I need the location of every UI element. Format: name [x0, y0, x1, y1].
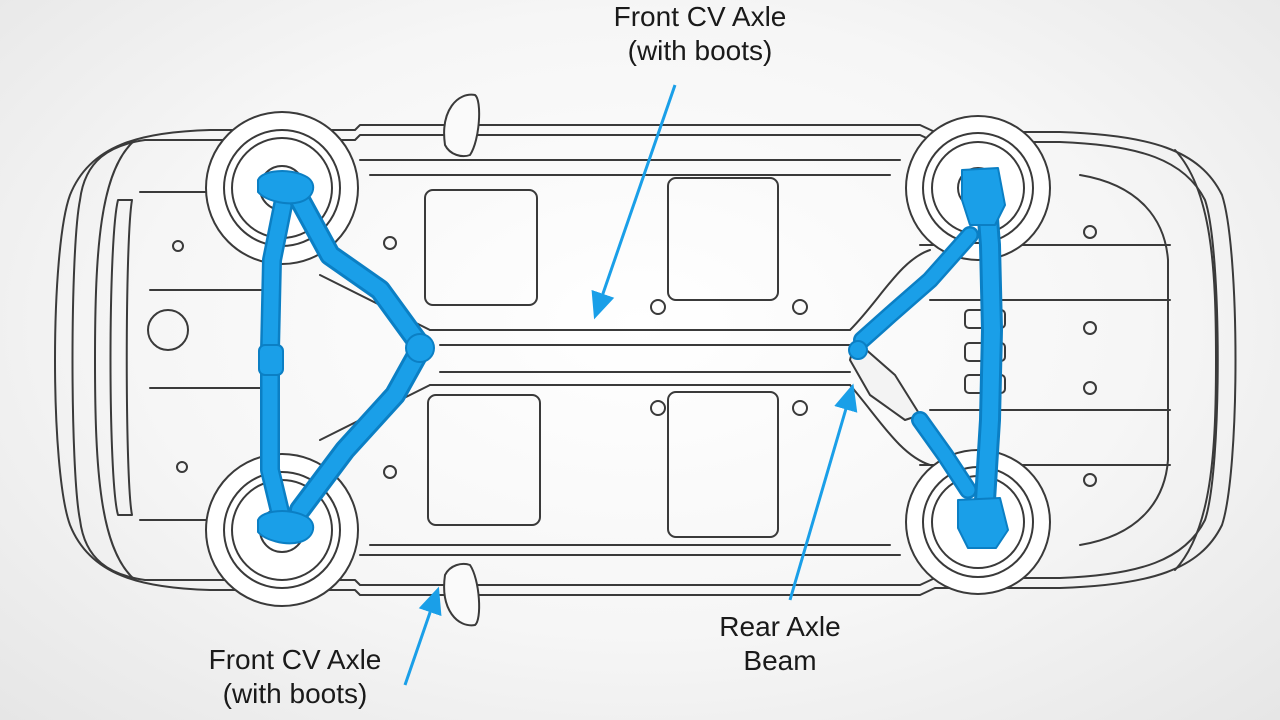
floor-hole: [650, 400, 666, 416]
rear-differential: [849, 339, 921, 421]
floor-panel-front-left: [424, 189, 538, 306]
wheels: [205, 111, 1051, 607]
callout-line: (with boots): [627, 35, 773, 66]
rear-crossmember: [849, 384, 931, 466]
front-cv-axle-arms: [289, 189, 435, 521]
callout-rear-axle-beam: Rear Axle Beam: [690, 610, 870, 678]
callout-line: (with boots): [222, 678, 368, 709]
callout-front-cv-axle-bottom: Front CV Axle (with boots): [170, 643, 420, 711]
highlighted-axles: [257, 167, 1009, 549]
arrow-head-icon: [788, 383, 858, 601]
arrow-head-icon: [591, 84, 677, 320]
body-silhouette: [54, 124, 1237, 596]
front-bumper-curve: [94, 139, 136, 581]
floor-panel-rear-left: [667, 177, 779, 301]
mirror-bottom: [443, 562, 481, 627]
floor-panel-front-right: [427, 394, 541, 526]
floor-hole: [1083, 321, 1097, 335]
floor-hole: [792, 400, 808, 416]
arrow-head-icon: [403, 586, 442, 686]
front-grille: [109, 199, 133, 516]
leader-arrows: [403, 84, 858, 686]
rear-bumper-curve: [1174, 149, 1217, 571]
callout-line: Beam: [743, 645, 817, 676]
front-cv-axle-left: [258, 185, 295, 530]
rear-crossmember: [849, 249, 931, 331]
callout-line: Front CV Axle: [613, 1, 787, 32]
floor-hole: [650, 299, 666, 315]
floor-hole: [1083, 473, 1097, 487]
floor-hole: [1083, 381, 1097, 395]
floor-hole: [792, 299, 808, 315]
callout-line: Rear Axle: [719, 611, 841, 642]
rear-hubs: [957, 167, 1009, 549]
floor-hole: [176, 461, 188, 473]
front-hubs: [257, 170, 315, 545]
car-body-outline: [54, 93, 1237, 627]
engine-mount-circle: [147, 309, 189, 351]
callout-front-cv-axle-top: Front CV Axle (with boots): [560, 0, 840, 68]
floor-hole: [383, 465, 397, 479]
floor-hole: [172, 240, 184, 252]
floor-hole: [383, 236, 397, 250]
rear-trunk-line: [1079, 174, 1169, 546]
callout-line: Front CV Axle: [208, 644, 382, 675]
floor-hole: [1083, 225, 1097, 239]
floor-panel-rear-right: [667, 391, 779, 538]
mirror-top: [443, 93, 481, 158]
